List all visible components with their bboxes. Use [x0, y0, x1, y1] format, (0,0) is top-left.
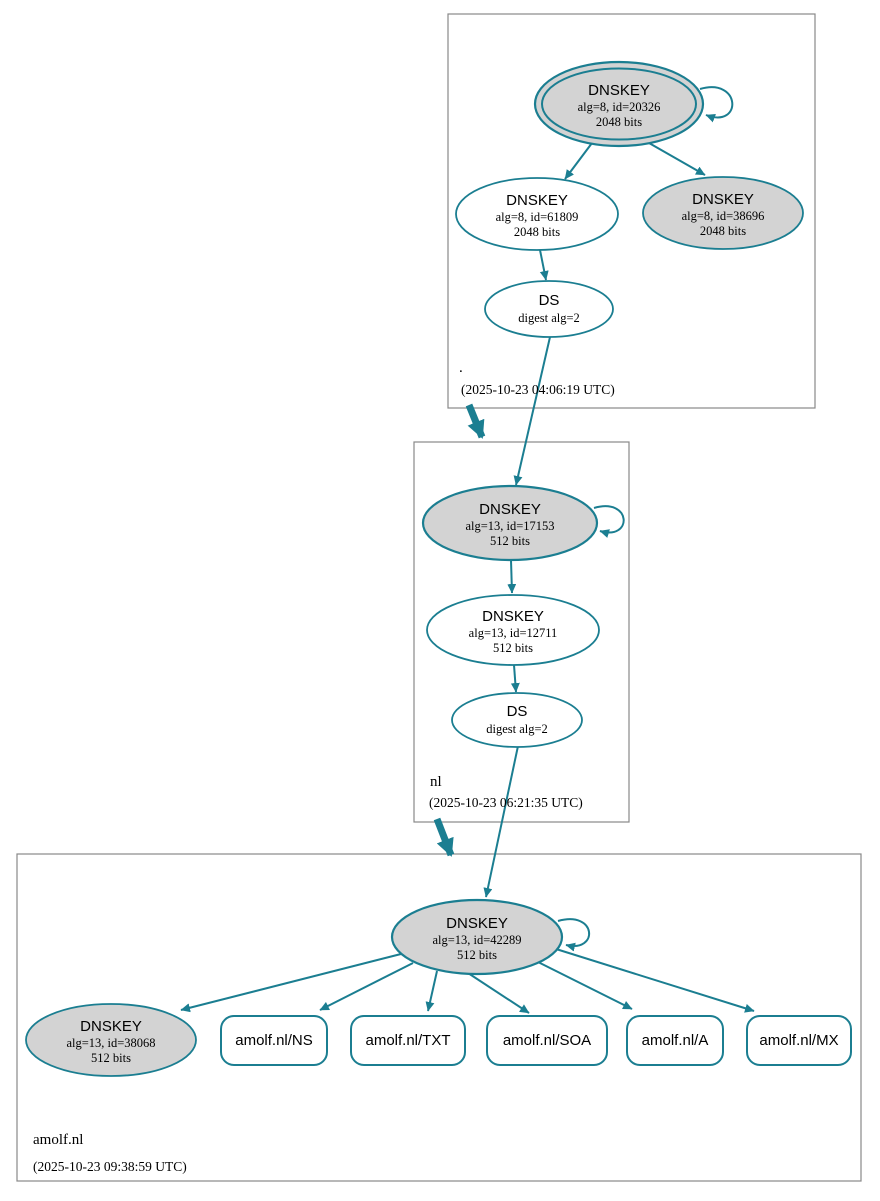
rrset-node-amolf-nl-a[interactable]: amolf.nl/A	[626, 1015, 724, 1066]
zone-box-root	[447, 13, 816, 409]
dnskey-node-17153[interactable]: DNSKEY alg=13, id=17153 512 bits	[421, 484, 599, 562]
dnskey-node-61809[interactable]: DNSKEY alg=8, id=61809 2048 bits	[455, 177, 619, 251]
dnskey-61809-detail: alg=8, id=61809	[496, 210, 579, 224]
rrsig-edge-amolf-ksk-to-a	[537, 961, 633, 1010]
rrset-amolf-nl-mx-label: amolf.nl/MX	[759, 1032, 838, 1049]
rrset-amolf-nl-a-label: amolf.nl/A	[642, 1032, 709, 1049]
rrset-node-amolf-nl-soa[interactable]: amolf.nl/SOA	[486, 1015, 608, 1066]
rrsig-self-edge-root-ksk	[699, 86, 734, 123]
dnskey-node-20326[interactable]: DNSKEY alg=8, id=20326 2048 bits	[533, 60, 705, 148]
rrsig-edge-root-ksk-to-38696	[648, 142, 706, 176]
ds-nl-title: DS	[507, 703, 528, 720]
dnskey-42289-detail: alg=13, id=42289	[432, 933, 521, 947]
delegation-arrow-nl-to-amolf-nl	[433, 817, 455, 857]
delegation-arrow-root-to-nl	[465, 403, 486, 439]
zone-box-nl	[413, 441, 630, 823]
dnskey-61809-bits: 2048 bits	[514, 225, 560, 239]
dnskey-node-12711[interactable]: DNSKEY alg=13, id=12711 512 bits	[426, 594, 600, 666]
ds-node-root[interactable]: DS digest alg=2	[484, 280, 614, 338]
zone-timestamp-root: (2025-10-23 04:06:19 UTC)	[461, 382, 615, 397]
dnskey-17153-detail: alg=13, id=17153	[465, 519, 554, 533]
rrset-amolf-nl-ns-label: amolf.nl/NS	[235, 1032, 313, 1049]
rrset-node-amolf-nl-txt[interactable]: amolf.nl/TXT	[350, 1015, 466, 1066]
zone-label-nl: nl	[430, 774, 442, 790]
ds-edge-nl-to-amolf-ksk	[483, 745, 519, 898]
rrset-node-amolf-nl-mx[interactable]: amolf.nl/MX	[746, 1015, 852, 1066]
rrset-amolf-nl-txt-label: amolf.nl/TXT	[365, 1032, 450, 1049]
rrsig-edge-amolf-ksk-to-soa	[467, 972, 530, 1014]
dnskey-17153-bits: 512 bits	[490, 534, 530, 548]
dnskey-42289-title: DNSKEY	[446, 915, 508, 932]
dnskey-38696-title: DNSKEY	[692, 191, 754, 208]
rrsig-self-edge-amolf-ksk	[557, 918, 591, 952]
ds-root-title: DS	[539, 292, 560, 309]
dnskey-38068-title: DNSKEY	[80, 1018, 142, 1035]
rrsig-edge-amolf-ksk-to-txt	[425, 970, 438, 1012]
dnskey-38696-bits: 2048 bits	[700, 224, 746, 238]
dnskey-38068-detail: alg=13, id=38068	[66, 1036, 155, 1050]
edge-nl-zsk-to-ds	[510, 664, 520, 693]
ds-edge-root-to-nl-ksk	[513, 336, 551, 486]
dnskey-38696-detail: alg=8, id=38696	[682, 209, 765, 223]
dnskey-20326-detail: alg=8, id=20326	[578, 100, 661, 114]
rrset-amolf-nl-soa-label: amolf.nl/SOA	[503, 1032, 591, 1049]
dnskey-node-38068[interactable]: DNSKEY alg=13, id=38068 512 bits	[25, 1003, 197, 1077]
zone-timestamp-nl: (2025-10-23 06:21:35 UTC)	[429, 795, 583, 810]
rrset-node-amolf-nl-ns[interactable]: amolf.nl/NS	[220, 1015, 328, 1066]
rrsig-edge-root-ksk-to-zsk	[564, 142, 593, 180]
dnskey-38068-bits: 512 bits	[91, 1051, 131, 1065]
ds-node-nl[interactable]: DS digest alg=2	[451, 692, 583, 748]
zone-timestamp-amolf-nl: (2025-10-23 09:38:59 UTC)	[33, 1159, 187, 1174]
dnskey-node-42289[interactable]: DNSKEY alg=13, id=42289 512 bits	[390, 898, 564, 976]
dnskey-12711-bits: 512 bits	[493, 641, 533, 655]
ds-root-detail: digest alg=2	[518, 311, 580, 325]
zone-label-root: .	[459, 360, 463, 376]
dnskey-42289-bits: 512 bits	[457, 948, 497, 962]
dnskey-12711-detail: alg=13, id=12711	[469, 626, 558, 640]
dnskey-61809-title: DNSKEY	[506, 192, 568, 209]
dnskey-20326-bits: 2048 bits	[596, 115, 642, 129]
ds-nl-detail: digest alg=2	[486, 722, 548, 736]
dnskey-20326-title: DNSKEY	[588, 82, 650, 99]
dnskey-17153-title: DNSKEY	[479, 501, 541, 518]
zone-label-amolf-nl: amolf.nl	[33, 1132, 83, 1148]
rrsig-edge-nl-ksk-to-zsk	[507, 559, 517, 594]
rrsig-edge-amolf-ksk-to-mx	[555, 948, 755, 1013]
dnskey-12711-title: DNSKEY	[482, 608, 544, 625]
edge-root-zsk-to-ds	[539, 249, 549, 281]
rrsig-edge-amolf-ksk-to-38068	[180, 953, 402, 1013]
rrsig-self-edge-nl-ksk	[593, 505, 625, 538]
rrsig-edge-amolf-ksk-to-ns	[319, 962, 414, 1011]
dnskey-node-38696[interactable]: DNSKEY alg=8, id=38696 2048 bits	[642, 176, 804, 250]
